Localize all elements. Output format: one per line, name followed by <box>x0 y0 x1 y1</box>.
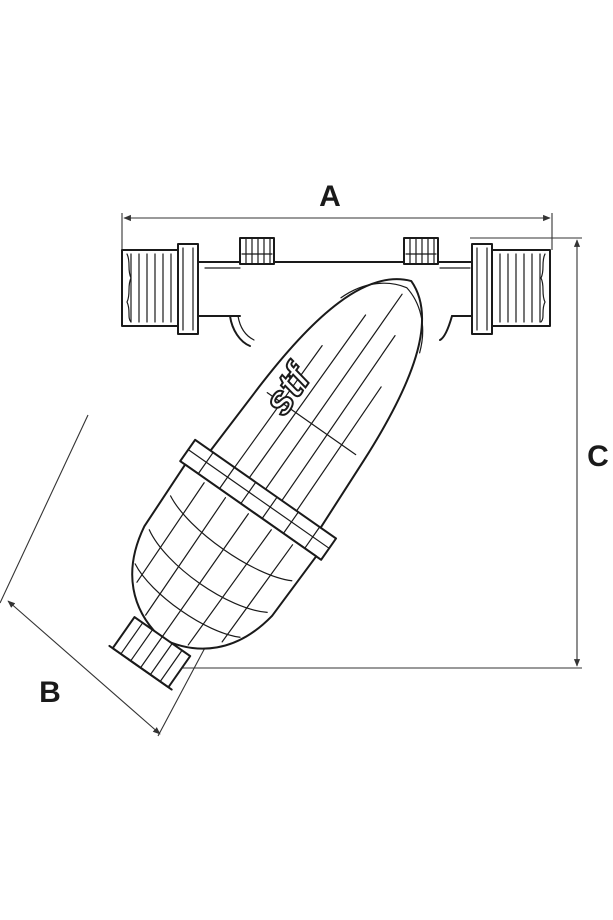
dimension-c-label: C <box>587 440 609 473</box>
top-port-left <box>239 237 275 265</box>
left-threaded-inlet <box>121 243 199 335</box>
dimension-b-label: B <box>39 676 61 709</box>
filter-housing <box>108 278 424 691</box>
top-port-right <box>403 237 439 265</box>
dimension-a: A <box>121 180 553 250</box>
dimension-c: C <box>180 237 609 669</box>
dimension-a-label: A <box>319 180 341 213</box>
right-threaded-outlet <box>471 243 551 335</box>
